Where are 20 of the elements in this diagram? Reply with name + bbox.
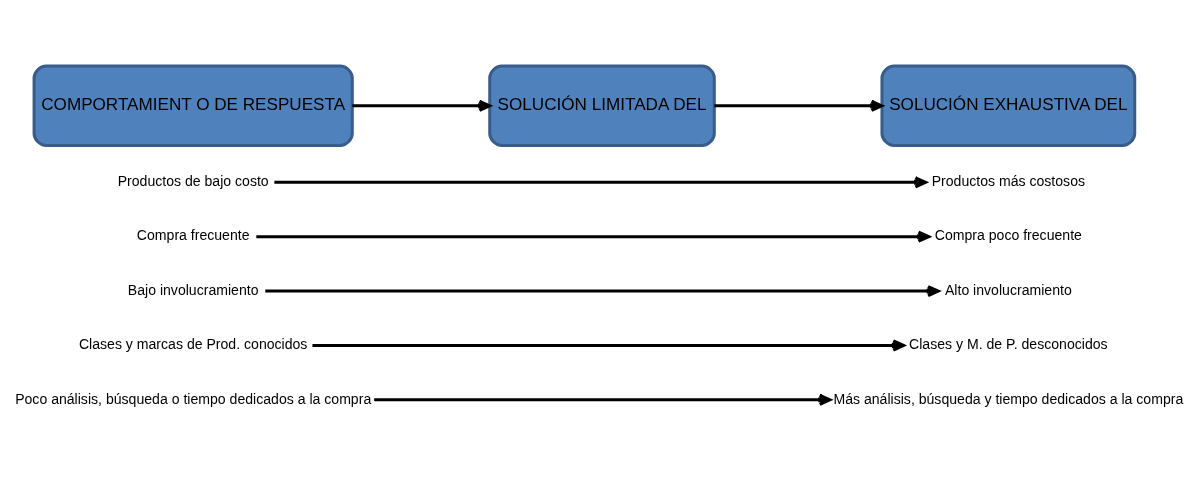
node-text: Clases y marcas de Prod. conocidos — [78, 335, 308, 352]
node-text: Clases y M. de P. desconocidos — [909, 335, 1108, 352]
node-box: SOLUCIÓN LIMITADA DEL — [488, 64, 716, 147]
node-box: COMPORTAMIENT O DE RESPUESTA — [32, 64, 354, 147]
node-text: Poco análisis, búsqueda o tiempo dedicados a la compra — [15, 390, 372, 407]
node-text: Compra frecuente — [136, 226, 250, 243]
node-text: Productos más costosos — [931, 172, 1086, 189]
node-text: Productos de bajo costo — [117, 172, 269, 189]
arrow — [274, 175, 928, 188]
arrow — [352, 99, 492, 112]
arrow — [256, 230, 931, 243]
arrow — [374, 393, 832, 406]
node-text: Compra poco frecuente — [934, 226, 1082, 243]
arrow — [265, 284, 940, 297]
node-text: Más análisis, búsqueda y tiempo dedicados a la compra — [833, 390, 1184, 407]
node-text: Bajo involucramiento — [127, 281, 259, 298]
node-box: SOLUCIÓN EXHAUSTIVA DEL — [880, 64, 1137, 147]
arrow — [312, 338, 905, 351]
node-text: Alto involucramiento — [944, 281, 1072, 298]
arrow — [714, 99, 884, 112]
